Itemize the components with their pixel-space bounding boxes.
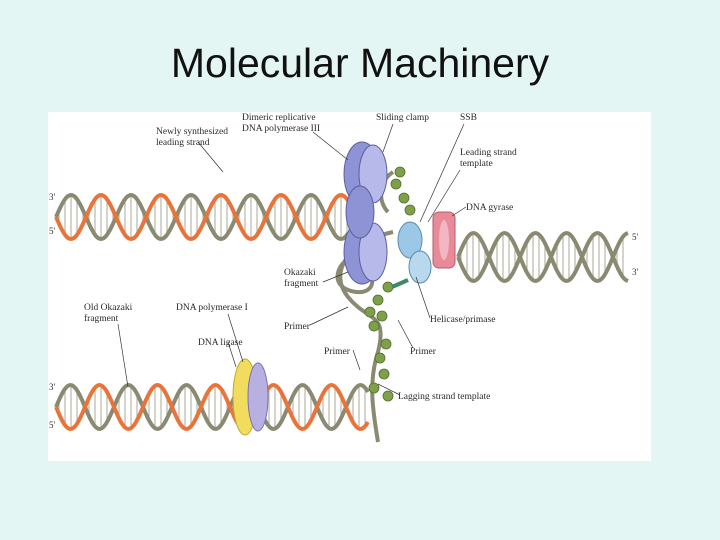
- end-bottom-left-3: 3': [49, 382, 56, 392]
- ssb-bead: [368, 382, 380, 394]
- dna-ligase: [232, 358, 269, 436]
- ssb-bead: [376, 310, 388, 322]
- ssb-bead: [380, 338, 392, 350]
- ssb-bead: [364, 306, 376, 318]
- strand-b: [54, 193, 350, 241]
- ssb-proteins: [364, 166, 416, 402]
- ssb-bead: [390, 178, 402, 190]
- ssb-bead: [382, 281, 394, 293]
- end-bottom-left-5: 5': [49, 420, 56, 430]
- label-sliding-clamp: Sliding clamp: [376, 113, 429, 123]
- label-primer-right: Primer: [410, 347, 437, 357]
- label-old-okazaki-2: fragment: [84, 313, 119, 324]
- label-ssb: SSB: [460, 113, 477, 123]
- label-dna-ligase: DNA ligase: [198, 338, 243, 348]
- dna-polymerase-iii: [343, 141, 388, 285]
- lagging-strand-helix: [54, 382, 370, 432]
- label-leading-template: Leading strand: [460, 148, 517, 158]
- label-dimeric: Dimeric replicative: [242, 113, 316, 123]
- ssb-bead: [368, 320, 380, 332]
- ssb-bead: [398, 192, 410, 204]
- label-leading-template-2: template: [460, 159, 493, 169]
- ssb-bead: [372, 294, 384, 306]
- label-lagging-template: Lagging strand template: [398, 392, 490, 402]
- label-dna-polymerase-i: DNA polymerase I: [176, 303, 248, 313]
- strand-a: [54, 382, 370, 432]
- label-newly-synthesized: Newly synthesized: [156, 127, 228, 137]
- ssb-bead: [378, 368, 390, 380]
- helicase-primase: [391, 221, 432, 289]
- strand-b: [456, 230, 629, 284]
- ssb-bead: [374, 352, 386, 364]
- end-right-3: 3': [632, 267, 639, 277]
- replication-fork-figure: Newly synthesized leading strand Dimeric…: [48, 112, 651, 461]
- strand-b: [54, 382, 370, 432]
- label-leader-lines: [117, 123, 467, 396]
- label-helicase-primase: Helicase/primase: [430, 315, 495, 325]
- label-dimeric-2: DNA polymerase III: [242, 124, 320, 134]
- dna-gyrase: [432, 211, 456, 269]
- end-right-5: 5': [632, 232, 639, 242]
- parental-dna-helix: [456, 230, 629, 284]
- strand-a: [456, 230, 629, 284]
- ssb-bead: [382, 390, 394, 402]
- label-newly-synthesized-2: leading strand: [156, 138, 210, 148]
- label-old-okazaki: Old Okazaki: [84, 303, 133, 313]
- end-top-left-5: 5': [49, 226, 56, 236]
- label-primer-lower: Primer: [324, 347, 351, 357]
- strand-a: [54, 193, 350, 241]
- label-okazaki: Okazaki: [284, 268, 316, 278]
- ssb-bead: [404, 204, 416, 216]
- slide-title: Molecular Machinery: [170, 40, 550, 86]
- label-primer-upper: Primer: [284, 322, 311, 332]
- end-top-left-3: 3': [49, 192, 56, 202]
- label-dna-gyrase: DNA gyrase: [466, 203, 513, 213]
- label-okazaki-2: fragment: [284, 278, 319, 289]
- ssb-bead: [394, 166, 406, 178]
- leading-strand-helix: [54, 193, 350, 241]
